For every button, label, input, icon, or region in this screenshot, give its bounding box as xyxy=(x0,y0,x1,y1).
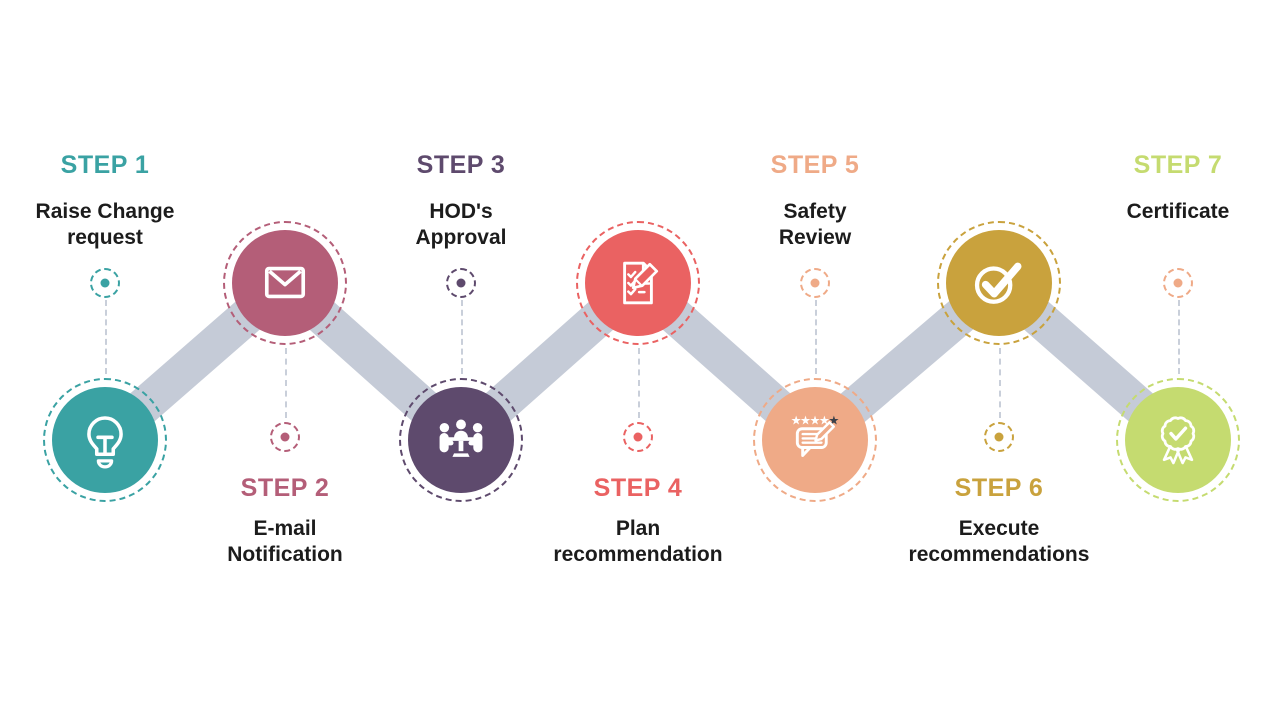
step-7-milestone-dot xyxy=(1163,268,1193,298)
step-5-title: STEP 5 xyxy=(770,151,860,179)
step-4-title: STEP 4 xyxy=(593,474,683,502)
step-4-circle xyxy=(576,221,700,345)
step-7: STEP 7 Certificate xyxy=(1063,0,1280,720)
step-5-circle: ★ ★ ★ ★ ★ xyxy=(753,378,877,502)
svg-text:★: ★ xyxy=(800,413,811,427)
step-1-connector-line xyxy=(105,300,107,374)
step-3-label: HOD's Approval xyxy=(415,200,507,249)
svg-text:★: ★ xyxy=(828,413,839,427)
step-7-title: STEP 7 xyxy=(1133,151,1223,179)
step-2-title: STEP 2 xyxy=(240,474,330,502)
step-6-label: Execute recommendations xyxy=(908,517,1090,566)
check-circle-icon xyxy=(974,262,1022,304)
step-3-circle xyxy=(399,378,523,502)
step-1-title: STEP 1 xyxy=(60,151,150,179)
step-1-milestone-dot xyxy=(90,268,120,298)
step-6-circle xyxy=(937,221,1061,345)
step-2-milestone-dot xyxy=(270,422,300,452)
lightbulb-icon xyxy=(87,416,123,469)
step-7-connector-line xyxy=(1178,300,1180,374)
envelope-icon xyxy=(264,266,306,299)
svg-text:★: ★ xyxy=(819,413,830,427)
step-5-connector-line xyxy=(815,300,817,374)
step-4-connector-line xyxy=(638,348,640,418)
award-ribbon-icon xyxy=(1160,416,1196,465)
step-1: STEP 1 Raise Change request xyxy=(0,0,220,720)
meeting-icon xyxy=(439,419,483,457)
step-6-milestone-dot xyxy=(984,422,1014,452)
step-2-circle xyxy=(223,221,347,345)
step-2: STEP 2 E-mail Notification xyxy=(170,0,400,720)
step-3-title: STEP 3 xyxy=(416,151,506,179)
step-3: STEP 3 HOD's Approval xyxy=(346,0,576,720)
checklist-pencil-icon xyxy=(623,261,659,305)
step-4: STEP 4 Plan recommendation xyxy=(523,0,753,720)
svg-text:★: ★ xyxy=(809,413,820,427)
step-1-circle xyxy=(43,378,167,502)
step-7-circle xyxy=(1116,378,1240,502)
step-5: STEP 5 Safety Review ★ ★ ★ ★ ★ xyxy=(700,0,930,720)
step-5-milestone-dot xyxy=(800,268,830,298)
step-4-milestone-dot xyxy=(623,422,653,452)
step-3-connector-line xyxy=(461,300,463,374)
step-6: STEP 6 Execute recommendations xyxy=(884,0,1114,720)
step-7-label: Certificate xyxy=(1126,200,1230,223)
step-3-milestone-dot xyxy=(446,268,476,298)
step-4-label: Plan recommendation xyxy=(553,517,723,566)
step-5-label: Safety Review xyxy=(778,200,852,249)
review-stars-pencil-icon: ★ ★ ★ ★ ★ xyxy=(791,413,839,457)
svg-text:★: ★ xyxy=(791,413,802,427)
step-6-title: STEP 6 xyxy=(954,474,1044,502)
step-2-connector-line xyxy=(285,348,287,418)
step-2-label: E-mail Notification xyxy=(227,517,343,566)
step-6-connector-line xyxy=(999,348,1001,418)
step-1-label: Raise Change request xyxy=(35,200,175,249)
